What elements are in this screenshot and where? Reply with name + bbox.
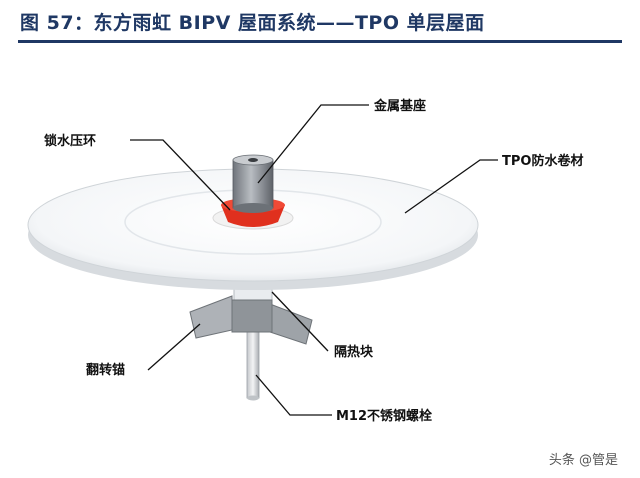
label-metal-base: 金属基座 [373,98,426,114]
flip-anchor [189,295,313,345]
label-tpo-membrane: TPO防水卷材 [502,153,583,169]
watermark: 头条 @管是 [548,453,618,468]
label-bolt: M12不锈钢螺栓 [336,408,432,424]
leader-lock-ring [130,139,231,211]
page-title: 图 57：东方雨虹 BIPV 屋面系统——TPO 单层屋面 [20,12,485,34]
label-insulation-block: 隔热块 [334,344,374,360]
metal-base [232,154,274,213]
leader-flip-anchor [147,323,201,371]
title-divider [18,40,622,43]
label-lock-ring: 锁水压环 [44,133,96,149]
leader-metal-base [257,104,369,184]
label-flip-anchor: 翻转锚 [86,362,125,378]
leader-insulation [271,291,329,352]
leader-tpo [404,159,498,214]
leader-bolt [255,374,332,416]
